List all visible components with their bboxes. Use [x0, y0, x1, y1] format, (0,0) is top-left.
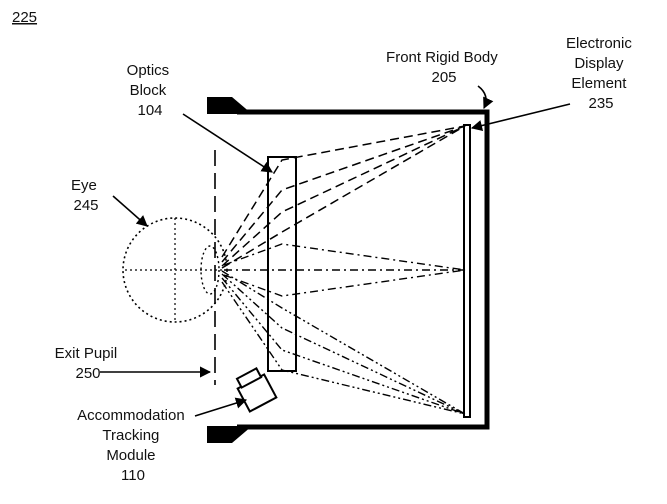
accommodation-tracking-leader — [194, 397, 248, 417]
electronic-display-label: Electronic Display Element 235 — [566, 35, 636, 112]
figure-number: 225 — [12, 9, 37, 26]
optics-block-label: Optics Block 104 — [127, 62, 174, 119]
exit-pupil-label: Exit Pupil 250 — [55, 345, 122, 382]
lower-ray-bundle — [221, 270, 466, 415]
electronic-display-leader — [470, 103, 571, 132]
eye-label: Eye 245 — [71, 177, 101, 214]
front-rigid-body — [207, 97, 490, 443]
middle-ray-bundle — [223, 243, 466, 297]
bottom-mount-bracket — [207, 426, 252, 443]
electronic-display-element — [463, 124, 471, 418]
optics-block — [267, 156, 297, 372]
front-rigid-body-label: Front Rigid Body 205 — [386, 49, 502, 86]
optics-block-leader — [182, 113, 273, 173]
front-rigid-body-leader — [477, 85, 494, 110]
accommodation-tracking-module — [235, 367, 278, 413]
accommodation-tracking-label: Accommodation Tracking Module 110 — [77, 407, 189, 484]
top-mount-bracket — [207, 97, 252, 114]
eye-lens — [200, 245, 220, 295]
eye-leader — [112, 195, 148, 227]
upper-ray-bundle — [221, 125, 466, 269]
eye — [122, 217, 228, 323]
